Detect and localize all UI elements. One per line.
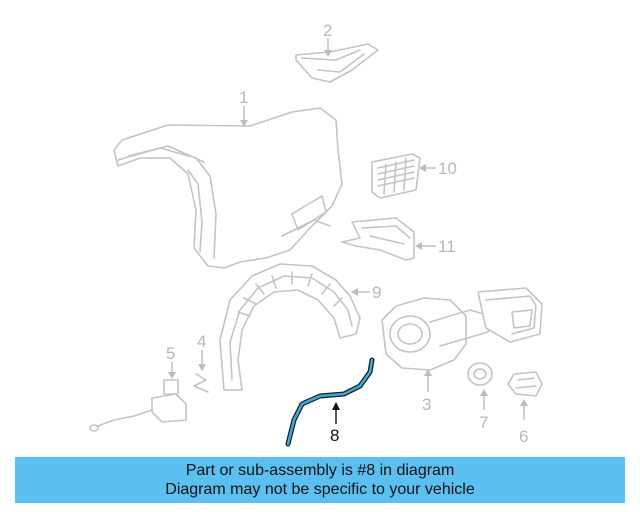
callout-11: 11	[438, 237, 456, 256]
banner-line-1: Part or sub-assembly is #8 in diagram	[185, 462, 455, 479]
part-10-vent	[371, 153, 436, 199]
part-6-actuator	[507, 371, 543, 420]
callout-10: 10	[438, 159, 457, 178]
info-banner: Part or sub-assembly is #8 in diagram Di…	[15, 457, 625, 503]
part-8-drain-hose	[285, 357, 375, 447]
part-1-quarter-panel	[113, 106, 343, 269]
callout-2: 2	[323, 21, 332, 40]
part-5-release-cable	[89, 362, 187, 432]
callout-9: 9	[372, 283, 381, 302]
part-4-clip	[193, 350, 209, 393]
part-3-fuel-door	[381, 287, 543, 392]
callout-1: 1	[239, 88, 248, 107]
part-2-bracket	[295, 38, 379, 83]
callout-5: 5	[166, 344, 175, 363]
part-9-wheelhouse-liner	[219, 263, 370, 391]
part-11-housing	[341, 217, 436, 261]
banner-line-2: Diagram may not be specific to your vehi…	[165, 481, 475, 498]
callout-6: 6	[519, 427, 528, 446]
part-7-grommet	[467, 362, 493, 410]
callout-3: 3	[422, 395, 431, 414]
callout-7: 7	[479, 413, 488, 432]
callout-8: 8	[330, 426, 339, 445]
callout-4: 4	[197, 332, 206, 351]
